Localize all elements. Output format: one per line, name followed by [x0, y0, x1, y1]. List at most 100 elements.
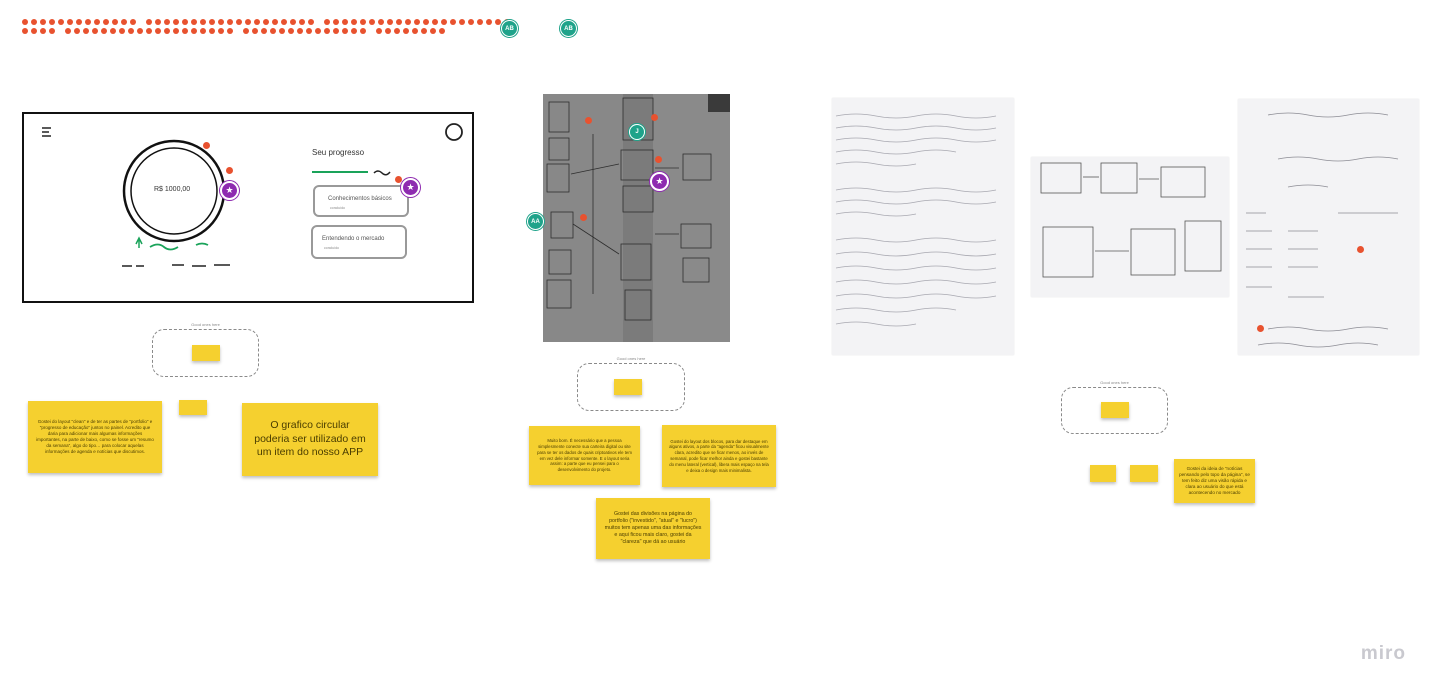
red-dot — [272, 19, 278, 25]
avatar[interactable]: AA — [527, 213, 544, 230]
dot-gap — [139, 19, 143, 25]
red-dot — [459, 19, 465, 25]
drop-zone-label: Good ones here — [1100, 380, 1129, 385]
red-dot — [119, 28, 125, 34]
sticky-note[interactable]: Muito bom. É necessário que a pessoa sim… — [529, 426, 640, 485]
star-reaction-icon[interactable]: ★ — [650, 172, 669, 191]
red-dot — [369, 19, 375, 25]
vote-dot[interactable] — [395, 176, 402, 183]
red-dot — [306, 28, 312, 34]
handwritten-notes-page[interactable] — [832, 98, 1014, 355]
sticky-note-small[interactable] — [179, 400, 207, 415]
red-dot — [252, 28, 258, 34]
red-dot — [155, 28, 161, 34]
vote-dot[interactable] — [655, 156, 662, 163]
sticky-note[interactable] — [614, 379, 642, 395]
red-dot — [477, 19, 483, 25]
red-dot — [74, 28, 80, 34]
avatar[interactable]: AB — [501, 20, 518, 37]
red-dot — [414, 19, 420, 25]
handwritten-list-page[interactable] — [1238, 99, 1419, 355]
red-dot — [236, 19, 242, 25]
red-dot — [40, 28, 46, 34]
vote-dot[interactable] — [1357, 246, 1364, 253]
red-dot — [378, 19, 384, 25]
dot-gap — [369, 28, 373, 34]
vote-dot[interactable] — [580, 214, 587, 221]
red-dot — [40, 19, 46, 25]
red-dot — [49, 19, 55, 25]
red-dot — [394, 28, 400, 34]
sticky-note[interactable]: Gostei do layout dos blocos, para dar de… — [662, 425, 776, 487]
sticky-note[interactable]: Gostei do layout "clean" e de ter as par… — [28, 401, 162, 473]
sticky-note-small[interactable] — [1090, 465, 1116, 482]
list-scribble — [1246, 112, 1399, 348]
star-reaction-icon[interactable]: ★ — [401, 178, 420, 197]
good-ones-drop-zone[interactable]: Good ones here — [152, 322, 259, 377]
sticky-note[interactable]: O grafico circular poderia ser utilizado… — [242, 403, 378, 476]
avatar[interactable]: AB — [560, 20, 577, 37]
red-dot — [182, 28, 188, 34]
red-dot — [146, 19, 152, 25]
wireframe-sketch-dashboard[interactable]: R$ 1000,00 Seu progresso Conhecimentos b… — [22, 112, 474, 303]
avatar[interactable]: J — [629, 124, 645, 140]
red-dot — [421, 28, 427, 34]
red-dot — [191, 19, 197, 25]
red-dot — [245, 19, 251, 25]
red-dot — [333, 28, 339, 34]
dot-gap — [236, 28, 240, 34]
drop-zone-label: Good ones here — [616, 356, 646, 361]
red-dot — [342, 19, 348, 25]
handwriting-scribble — [835, 113, 997, 327]
sticky-note[interactable] — [192, 345, 220, 361]
red-dot — [200, 28, 206, 34]
red-dot — [376, 28, 382, 34]
red-dot — [130, 19, 136, 25]
red-dot — [279, 28, 285, 34]
red-dot — [200, 19, 206, 25]
red-dot — [432, 19, 438, 25]
red-dot — [412, 28, 418, 34]
red-dot — [83, 28, 89, 34]
red-dot — [94, 19, 100, 25]
vote-dot[interactable] — [1257, 325, 1264, 332]
red-dot — [31, 19, 37, 25]
red-dot — [85, 19, 91, 25]
red-dot — [486, 19, 492, 25]
red-dot — [227, 28, 233, 34]
handwritten-flow-sketch[interactable] — [1031, 157, 1229, 297]
sketch-card2-title: Entendendo o mercado — [322, 236, 385, 242]
red-dot — [308, 19, 314, 25]
sticky-note[interactable]: Gostei das divisões na página do portfol… — [596, 498, 710, 559]
red-dot — [218, 19, 224, 25]
red-dot — [468, 19, 474, 25]
star-reaction-icon[interactable]: ★ — [220, 181, 239, 200]
sticky-note-small[interactable] — [1130, 465, 1158, 482]
sketch-amount: R$ 1000,00 — [154, 186, 191, 193]
dot-gap — [317, 19, 321, 25]
red-dot-row-bottom — [22, 28, 452, 34]
sticky-note[interactable]: Gostei da ideia de "notícias pensando pe… — [1174, 459, 1255, 503]
red-dot — [290, 19, 296, 25]
good-ones-drop-zone[interactable]: Good ones here — [577, 356, 685, 411]
vote-dot[interactable] — [651, 114, 658, 121]
red-dot — [67, 19, 73, 25]
red-dot — [360, 19, 366, 25]
sticky-note[interactable] — [1101, 402, 1129, 418]
vote-dot[interactable] — [585, 117, 592, 124]
red-dot — [430, 28, 436, 34]
vote-dot[interactable] — [226, 167, 233, 174]
sketch-card1-title: Conhecimentos básicos — [328, 196, 392, 202]
vote-dot[interactable] — [203, 142, 210, 149]
red-dot — [137, 28, 143, 34]
red-dot — [439, 28, 445, 34]
dot-gap — [58, 28, 62, 34]
red-dot — [164, 19, 170, 25]
good-ones-drop-zone[interactable]: Good ones here — [1061, 380, 1168, 434]
red-dot — [297, 28, 303, 34]
red-dot — [441, 19, 447, 25]
red-dot — [164, 28, 170, 34]
red-dot — [112, 19, 118, 25]
red-dot — [155, 19, 161, 25]
red-dot — [49, 28, 55, 34]
